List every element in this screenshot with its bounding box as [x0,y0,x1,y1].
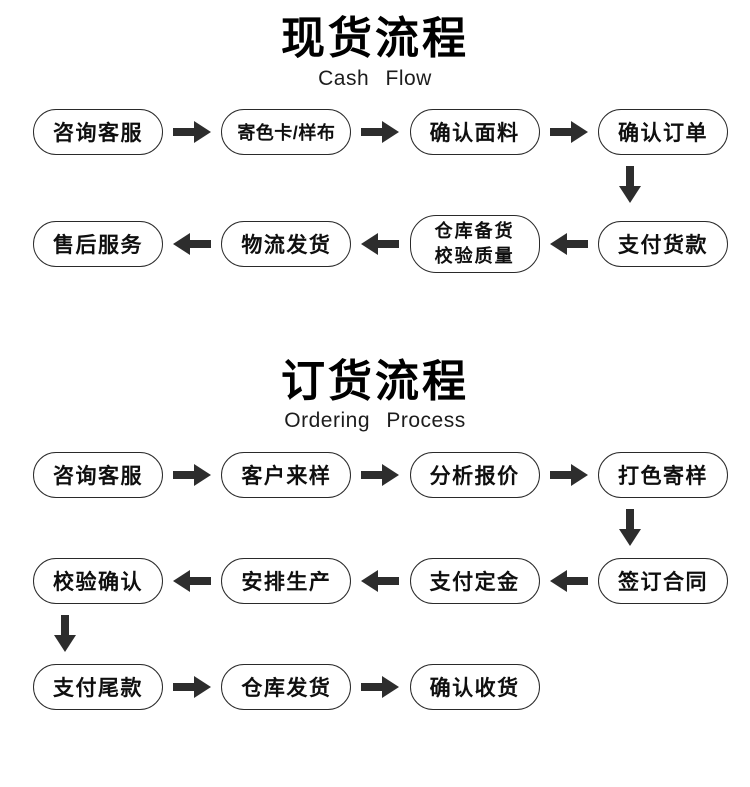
arrow-left-icon [361,232,400,255]
arrow-right-icon [173,463,212,486]
step-consult-customer-service: 咨询客服 [33,108,163,155]
arrow-right-icon [173,120,212,143]
step-send-color-card-sample: 寄色卡/样布 [221,108,352,155]
ordering-process-section: 订货流程 Ordering Process 咨询客服 客户来样 分析报价 打色寄… [0,357,750,710]
arrow-down-icon [618,165,641,203]
step-warehouse-shipping: 仓库发货 [221,663,352,710]
step-confirm-receipt: 确认收货 [409,663,540,710]
arrow-right-icon [549,463,588,486]
arrow-right-icon [361,120,400,143]
step-analyze-quotation: 分析报价 [409,451,540,498]
step-pay-balance: 支付尾款 [33,663,163,710]
ordering-process-title: 订货流程 [281,356,469,406]
arrow-down-icon [54,614,76,652]
arrow-right-icon [361,463,400,486]
arrow-right-icon [173,675,212,698]
arrow-right-icon [549,120,588,143]
step-after-sales-service: 售后服务 [33,220,163,267]
step-sign-contract: 签订合同 [597,557,728,604]
cash-flow-section: 现货流程 Cash Flow 咨询客服 寄色卡/样布 确认面料 确认订单 售后服… [0,0,750,273]
step-arrange-production: 安排生产 [221,557,352,604]
step-confirm-order: 确认订单 [597,108,728,155]
cash-flow-connector-row [0,165,695,203]
ordering-row-2: 校验确认 安排生产 支付定金 签订合同 [33,557,728,604]
step-warehouse-prepare-quality-check: 仓库备货 校验质量 [409,214,540,273]
ordering-connector-row-1 [0,508,695,546]
cash-flow-row-2: 售后服务 物流发货 仓库备货 校验质量 支付货款 [33,214,728,273]
step-color-sample-mailing: 打色寄样 [597,451,728,498]
cash-flow-subtitle: Cash Flow [318,66,432,90]
step-label-line1: 仓库备货 [434,221,515,242]
step-customer-sends-sample: 客户来样 [221,451,352,498]
step-pay-deposit: 支付定金 [409,557,540,604]
ordering-row-1: 咨询客服 客户来样 分析报价 打色寄样 [33,451,728,498]
arrow-left-icon [173,232,212,255]
arrow-right-icon [361,675,400,698]
step-consult-customer-service: 咨询客服 [33,451,163,498]
step-verify-confirm: 校验确认 [33,557,163,604]
step-confirm-fabric: 确认面料 [409,108,540,155]
ordering-connector-row-2 [0,614,695,652]
step-logistics-shipping: 物流发货 [221,220,352,267]
step-pay-for-goods: 支付货款 [597,220,728,267]
arrow-left-icon [549,569,588,592]
cash-flow-row-1: 咨询客服 寄色卡/样布 确认面料 确认订单 [33,108,728,155]
ordering-process-subtitle: Ordering Process [284,409,466,433]
cash-flow-title: 现货流程 [281,14,469,63]
arrow-down-icon [618,508,641,546]
arrow-left-icon [173,569,212,592]
arrow-left-icon [549,232,588,255]
arrow-left-icon [361,569,400,592]
step-label-line2: 校验质量 [434,245,515,266]
ordering-row-3: 支付尾款 仓库发货 确认收货 [33,663,728,710]
